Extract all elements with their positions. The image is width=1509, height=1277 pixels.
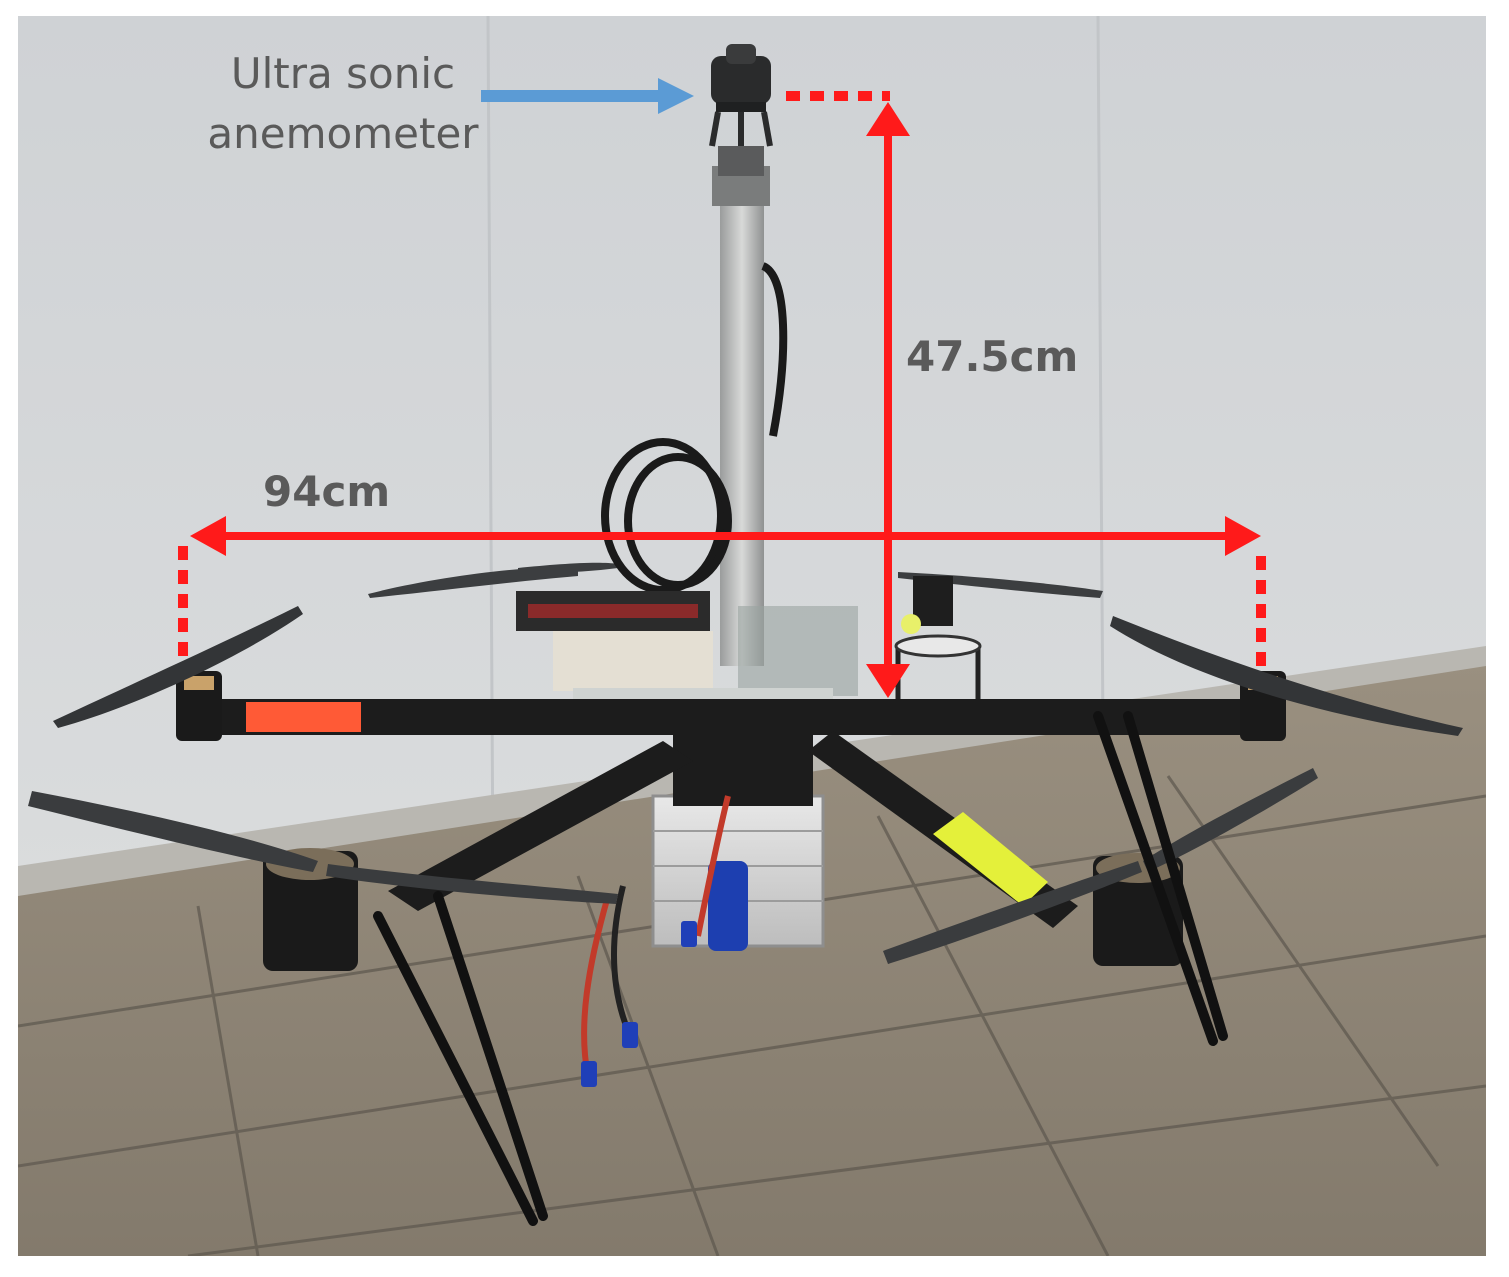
coiled-cable (601, 262, 788, 594)
dimension-annotations: Ultra sonic anemometer 47.5cm 94cm (178, 49, 1266, 698)
photo: Ultra sonic anemometer 47.5cm 94cm (18, 16, 1486, 1256)
ground (18, 656, 1486, 1256)
side-propellers (53, 606, 1463, 736)
width-label: 94cm (263, 467, 390, 516)
yellow-arm-band (933, 812, 1048, 906)
height-dimension-arrow (786, 91, 910, 698)
connectors (581, 921, 697, 1087)
electronics-deck (516, 591, 858, 706)
orange-arm-band (246, 702, 361, 732)
landing-gear (373, 711, 1228, 1226)
sensor-label-line2: anemometer (207, 109, 479, 158)
front-arms (388, 731, 1078, 928)
height-label: 47.5cm (906, 332, 1078, 381)
anemometer-icon (709, 44, 773, 147)
mast (712, 146, 770, 666)
sensor-label-line1: Ultra sonic (231, 49, 455, 98)
battery-pack (651, 716, 825, 951)
drone (28, 44, 1463, 1226)
power-cables (581, 795, 731, 1077)
drone-photo-scene: Ultra sonic anemometer 47.5cm 94cm (18, 16, 1486, 1256)
pointer-arrow-icon (481, 78, 694, 114)
front-propellers (28, 768, 1318, 964)
width-dimension-arrow (178, 516, 1266, 676)
paving-joints (18, 775, 1486, 1256)
